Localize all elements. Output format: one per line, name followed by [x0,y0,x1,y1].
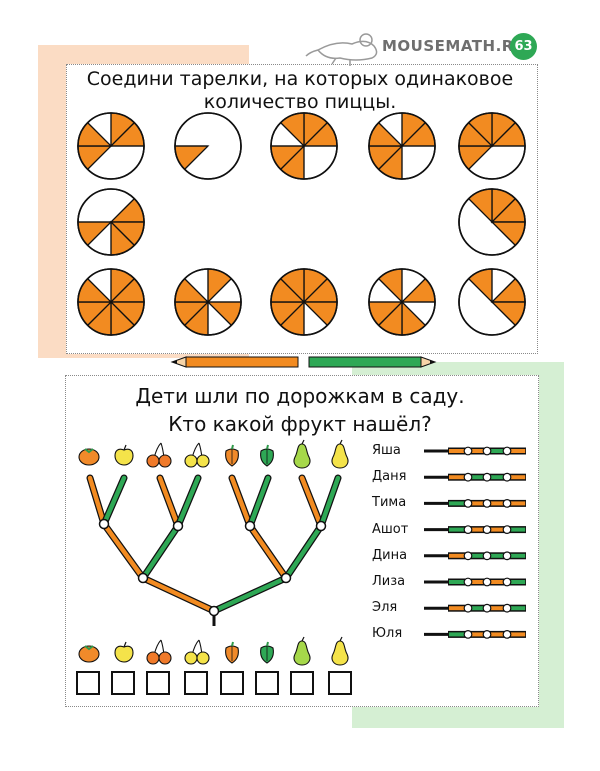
tomato-icon [78,645,100,663]
orange-pepper-icon [225,444,239,467]
path-strip-3 [424,499,526,508]
pizza-plate-9[interactable] [174,268,242,336]
paths-task-title-line1: Дети шли по дорожкам в саду. [135,384,465,408]
pizza-task-title-line2: количество пиццы. [203,91,397,113]
apple-icon [114,444,134,466]
child-name-3: Тима [372,495,407,511]
pizza-plate-10[interactable] [270,268,338,336]
pizza-plate-4[interactable] [368,112,436,180]
answer-box-6[interactable] [255,671,279,695]
brand-logo-text: MOUSEMATH.RU [382,37,527,55]
tomato-icon [78,448,100,466]
mouse-mascot-icon [305,33,378,66]
answer-box-4[interactable] [184,671,208,695]
yellow-cherries-icon [184,442,210,468]
child-name-6: Лиза [372,574,406,589]
child-name-2: Даня [372,469,407,485]
yellow-pear-icon [331,439,349,469]
path-strip-6 [424,577,526,587]
yellow-cherries-icon [184,639,210,665]
answer-box-8[interactable] [328,671,352,695]
pizza-task-title-line1: Соедини тарелки, на которых одинаковое [86,68,514,90]
child-name-4: Ашот [372,521,409,537]
answer-box-5[interactable] [220,671,244,695]
pizza-plate-5[interactable] [458,112,526,180]
child-name-8: Юля [372,626,403,642]
path-strip-1 [424,446,526,456]
answer-box-3[interactable] [146,671,170,695]
child-name-1: Яша [372,443,401,458]
pear-icon [293,439,311,469]
child-name-5: Дина [372,547,408,563]
path-strip-5 [424,551,526,561]
pizza-plate-8[interactable] [77,268,145,336]
answer-box-2[interactable] [111,671,135,695]
path-strip-8 [424,630,526,639]
cherries-icon [146,442,172,468]
child-name-7: Эля [372,600,398,616]
path-strip-4 [424,525,526,534]
pencils-divider-icon [170,356,437,368]
paths-task-title-line2: Кто какой фрукт нашёл? [168,412,432,436]
yellow-pear-icon [331,636,349,666]
pizza-plate-12[interactable] [458,268,526,336]
path-strip-2 [424,472,526,482]
pizza-plate-6[interactable] [77,188,145,256]
page-number-badge: 63 [510,33,537,60]
pear-icon [293,636,311,666]
path-strip-7 [424,603,526,613]
answer-box-1[interactable] [76,671,100,695]
cherries-icon [146,639,172,665]
apple-icon [114,641,134,663]
answer-box-7[interactable] [290,671,314,695]
orange-pepper-icon [225,641,239,664]
pizza-plate-3[interactable] [270,112,338,180]
green-pepper-icon [260,444,274,467]
pizza-plate-11[interactable] [368,268,436,336]
pizza-plate-2[interactable] [174,112,242,180]
pizza-plate-1[interactable] [77,112,145,180]
pizza-plate-7[interactable] [458,188,526,256]
green-pepper-icon [260,641,274,664]
